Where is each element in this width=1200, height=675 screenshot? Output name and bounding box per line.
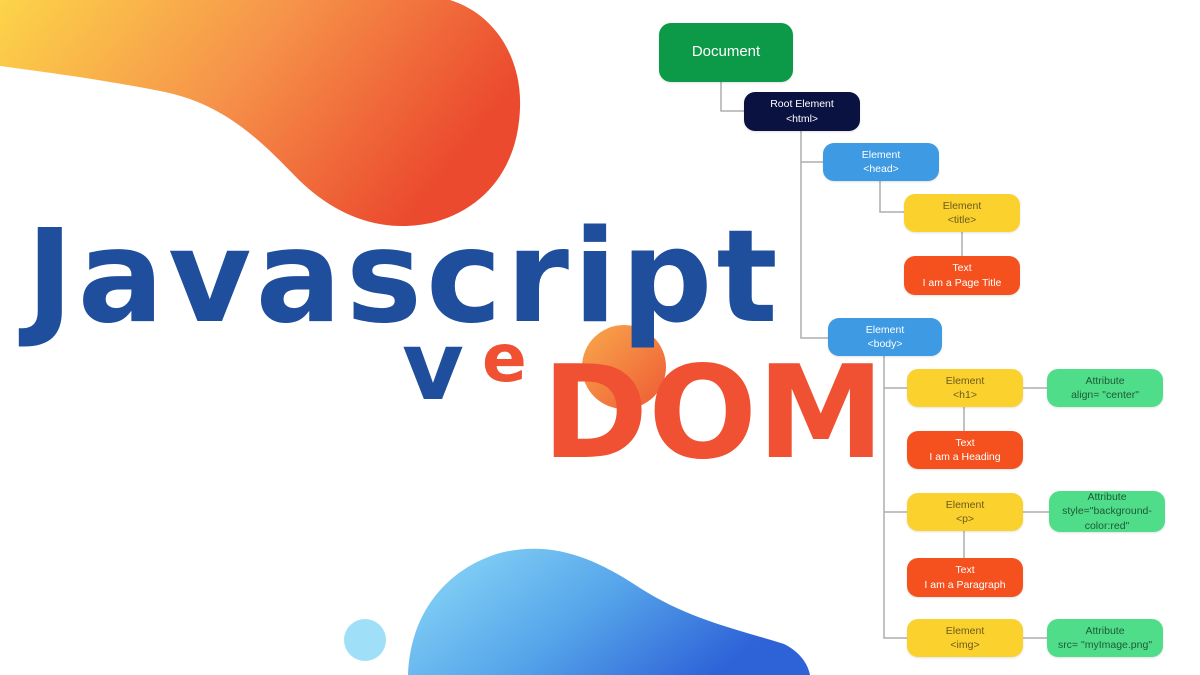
node-label: Text	[955, 564, 975, 577]
node-tag: <body>	[867, 338, 903, 350]
node-root-html: Root Element <html>	[744, 92, 860, 131]
node-label: Attribute	[1085, 624, 1125, 637]
node-title-text: Text I am a Page Title	[904, 256, 1020, 295]
node-tag: <img>	[950, 639, 980, 651]
node-label: Text	[952, 262, 972, 275]
node-tag: <h1>	[953, 389, 977, 401]
node-head: Element <head>	[823, 143, 939, 181]
node-tag: <p>	[955, 513, 975, 525]
node-h1-text: Text I am a Heading	[907, 431, 1023, 469]
title-connector-e: e	[482, 320, 527, 397]
node-label: Attribute	[1087, 491, 1127, 504]
blue-bubble	[344, 619, 386, 661]
link-body-children	[883, 356, 907, 639]
node-attr: src= "myImage.png"	[1057, 639, 1153, 651]
title-dom: DOM	[542, 339, 885, 488]
node-text: I am a Page Title	[922, 276, 1002, 289]
node-p-text: Text I am a Paragraph	[907, 558, 1023, 597]
node-label: Element	[865, 323, 905, 336]
title-connector-v: v	[402, 312, 464, 422]
node-p: Element <p>	[907, 493, 1023, 531]
node-attr-cont: color:red"	[1084, 519, 1130, 532]
orange-ball	[582, 325, 666, 409]
node-body: Element <body>	[828, 318, 942, 356]
node-label: Element	[945, 624, 985, 637]
node-label: Element	[945, 374, 985, 387]
node-label: Root Element	[770, 98, 834, 111]
node-tag: <head>	[863, 163, 899, 175]
node-label: Element	[945, 498, 985, 511]
node-h1: Element <h1>	[907, 369, 1023, 407]
node-tag: <title>	[947, 214, 977, 226]
blue-blob	[408, 548, 810, 675]
node-document-label: Document	[691, 43, 761, 61]
node-document: Document	[659, 23, 793, 82]
node-img-attribute: Attribute src= "myImage.png"	[1047, 619, 1163, 657]
node-label: Element	[861, 148, 901, 161]
node-img: Element <img>	[907, 619, 1023, 657]
node-label: Text	[955, 436, 975, 449]
orange-blob	[0, 0, 521, 227]
node-text: I am a Paragraph	[924, 578, 1006, 591]
node-p-attribute: Attribute style="background- color:red"	[1049, 491, 1165, 532]
node-title-element: Element <title>	[904, 194, 1020, 232]
node-label: Attribute	[1085, 374, 1125, 387]
node-text: I am a Heading	[929, 451, 1001, 463]
node-tag: <html>	[785, 112, 819, 125]
node-h1-attribute: Attribute align= "center"	[1047, 369, 1163, 407]
node-label: Element	[942, 199, 982, 212]
node-attr: align= "center"	[1071, 389, 1139, 401]
link-head-title	[879, 181, 904, 213]
link-document-root	[720, 82, 744, 112]
link-root-children	[800, 131, 828, 339]
title-javascript: Javascript	[26, 203, 782, 352]
node-attr: style="background-	[1062, 505, 1152, 518]
